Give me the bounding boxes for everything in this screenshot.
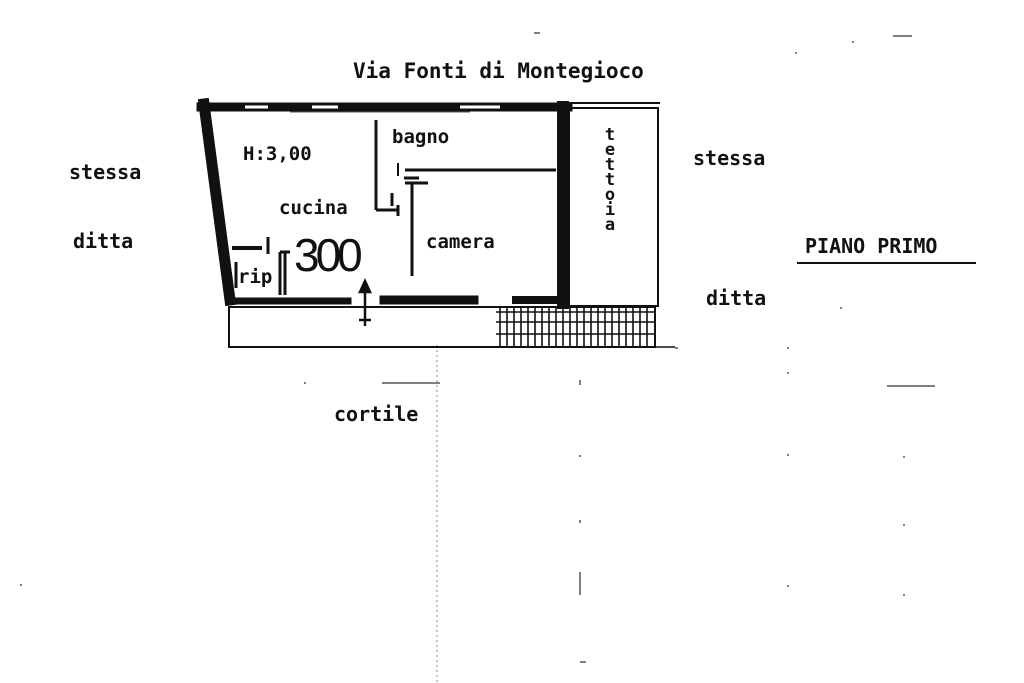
interior-walls bbox=[232, 120, 556, 295]
street-name: Via Fonti di Montegioco bbox=[353, 59, 644, 83]
neighbor-right-bottom: ditta bbox=[706, 286, 767, 310]
courtyard-label: cortile bbox=[334, 402, 419, 426]
room-label-cucina: cucina bbox=[279, 197, 348, 219]
room-label-camera: camera bbox=[426, 231, 495, 253]
room-label-rip: rip bbox=[238, 266, 273, 288]
railing-hatch bbox=[496, 308, 655, 347]
room-height-note: H:3,00 bbox=[243, 143, 312, 165]
neighbor-left-top: stessa bbox=[69, 160, 142, 184]
neighbor-left-bottom: ditta bbox=[73, 229, 134, 253]
room-label-bagno: bagno bbox=[392, 126, 450, 148]
neighbor-right-top: stessa bbox=[693, 146, 766, 170]
scan-marks bbox=[20, 32, 935, 663]
handwritten-number: 300 bbox=[294, 229, 363, 281]
entry-arrow-icon bbox=[358, 277, 372, 326]
room-label-tettoia: tettoia bbox=[604, 125, 616, 235]
floor-label: PIANO PRIMO bbox=[805, 234, 938, 258]
